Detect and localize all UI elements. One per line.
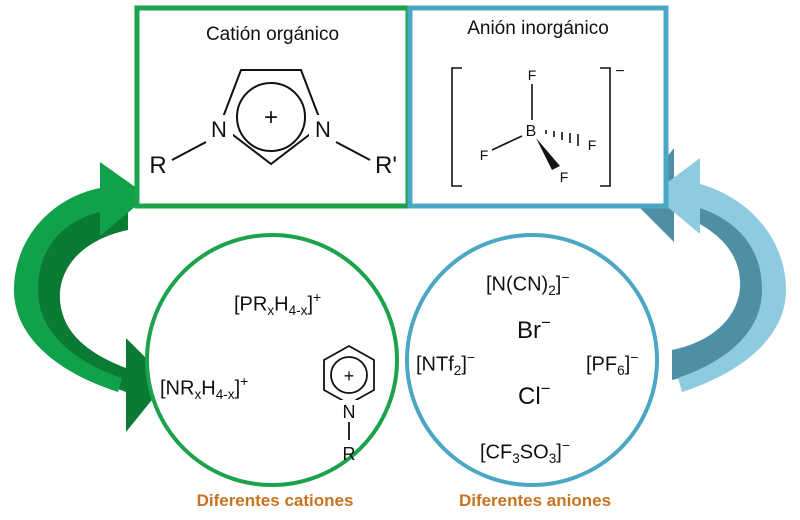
ntf2-sub: 2 [453, 363, 462, 379]
pf6-formula: [PF6]− [586, 349, 638, 378]
left-arrow-body [14, 162, 148, 392]
ammonium-sub: 4-x [215, 387, 235, 403]
chloride-symbol: Cl [518, 383, 541, 411]
n1-mask [205, 115, 233, 141]
dicyanamide-close: ] [555, 273, 562, 296]
imidazolium-charge-circle [236, 82, 306, 152]
bf4-charge: − [615, 63, 624, 80]
phosphonium-charge: + [313, 289, 322, 305]
n2-mask [309, 115, 337, 141]
cations-circle [145, 233, 399, 487]
ammonium-close: ] [234, 377, 241, 400]
bond-b-f-left [491, 135, 523, 151]
dicyanamide-sub: 2 [548, 283, 556, 299]
imidazolium-n1: N [211, 117, 227, 142]
bracket-right [600, 67, 611, 187]
bf4-structure [451, 67, 611, 187]
pyridinium-r: R [343, 444, 356, 464]
bf4-f-bottom: F [560, 169, 569, 185]
anions-caption: Diferentes aniones [458, 491, 612, 510]
phosphonium-h: H [274, 293, 289, 316]
bf4-f-top: F [528, 67, 537, 83]
ammonium-charge: + [240, 373, 249, 389]
triflate-close: ] [556, 441, 562, 464]
cations-caption: Diferentes cationes [196, 491, 354, 510]
triflate-open: [CF [480, 441, 513, 464]
ammonium-open: [NR [160, 377, 195, 400]
triflate-sub1: 3 [512, 451, 520, 467]
imidazolium-r2: R' [375, 152, 397, 179]
triflate-formula: [CF3SO3]− [480, 437, 570, 466]
ammonium-x: x [194, 387, 202, 403]
bf4-f-left: F [480, 147, 489, 163]
right-arrow-body [652, 158, 786, 392]
left-arrow-shadow [25, 200, 168, 432]
imidazolium-n2: N [315, 117, 331, 142]
phosphonium-open: [PR [234, 293, 268, 316]
bromide-symbol: Br [517, 317, 541, 345]
pf6-charge: − [630, 349, 639, 365]
dicyanamide-charge: − [561, 269, 570, 285]
pf6-sub: 6 [617, 363, 625, 379]
anion-box-title: Anión inorgánico [467, 18, 609, 39]
phosphonium-formula: [PRxH4-x]+ [234, 289, 321, 318]
dicyanamide-open: [N(CN) [486, 273, 549, 296]
left-cycle-arrow [14, 162, 168, 432]
anions-circle [405, 233, 659, 487]
phosphonium-close: ] [307, 293, 314, 316]
triflate-sub2: 3 [548, 451, 557, 467]
bond-r2 [335, 141, 371, 161]
ntf2-formula: [NTf2]− [416, 349, 475, 378]
triflate-mid: SO [519, 441, 549, 464]
bf4-f-right: F [588, 137, 597, 153]
chloride-formula: Cl− [518, 379, 550, 411]
pf6-close: ] [624, 353, 631, 376]
bond-b-f-bottom-wedge [536, 138, 560, 170]
ntf2-close: ] [461, 353, 467, 376]
ntf2-charge: − [466, 349, 476, 365]
pyridinium-charge: + [344, 366, 355, 386]
pyridinium-n-mask [340, 400, 358, 422]
pyridinium-n: N [343, 402, 356, 422]
chloride-charge: − [540, 379, 551, 398]
phosphonium-sub: 4-x [288, 303, 308, 319]
dicyanamide-formula: [N(CN)2]− [486, 269, 570, 298]
cation-box [134, 5, 411, 209]
triflate-charge: − [561, 437, 570, 453]
imidazolium-charge: + [264, 104, 278, 131]
bf4-b: B [526, 123, 537, 140]
imidazolium-r1: R [149, 152, 166, 179]
pf6-open: [PF [586, 353, 618, 376]
bond-r1 [171, 141, 207, 161]
bromide-charge: − [541, 313, 551, 332]
cation-box-title: Catión orgánico [205, 24, 340, 45]
pyridinium-charge-circle [330, 356, 368, 394]
bracket-left [451, 67, 462, 187]
bromide-formula: Br− [517, 313, 551, 345]
ammonium-h: H [201, 377, 216, 400]
ntf2-open: [NTf [416, 353, 454, 376]
phosphonium-x: x [267, 303, 275, 319]
ammonium-formula: [NRxH4-x]+ [160, 373, 248, 402]
